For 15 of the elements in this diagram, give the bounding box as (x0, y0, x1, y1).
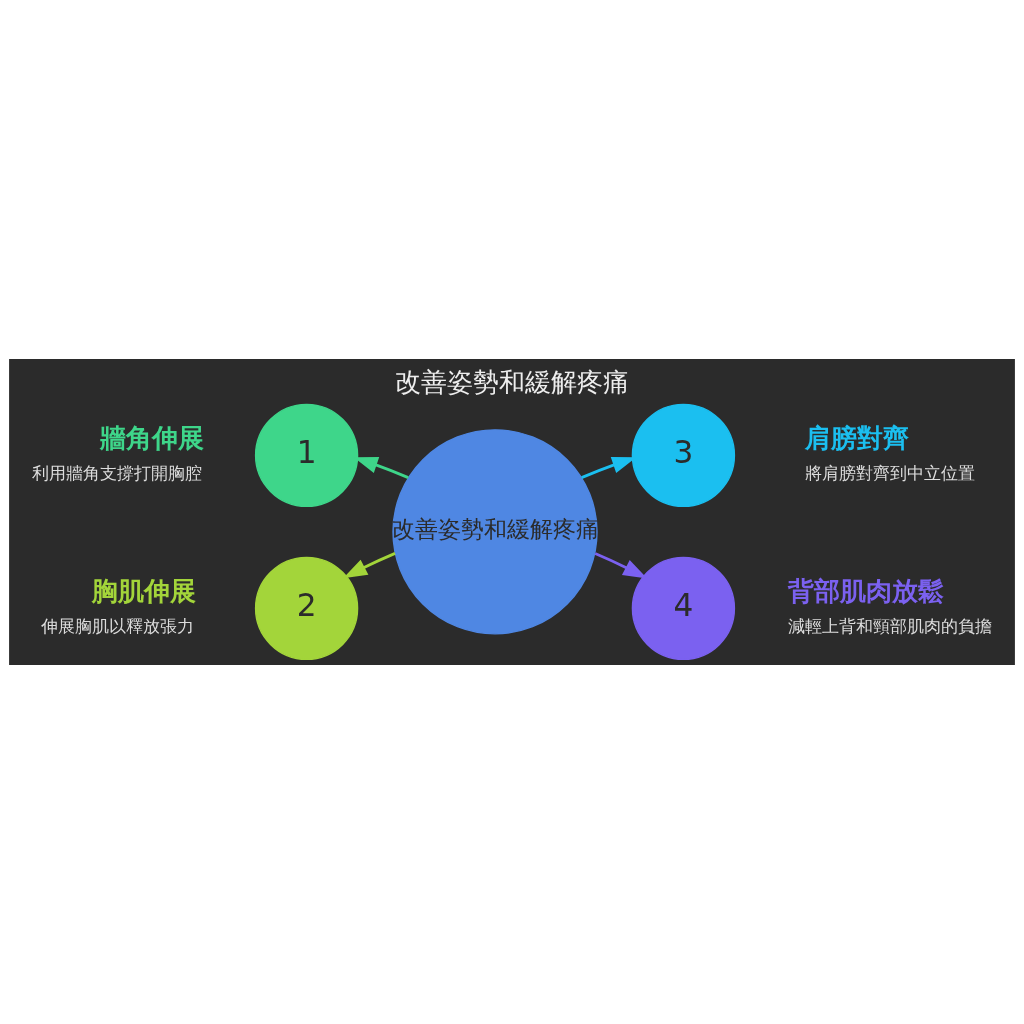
node-label: 胸肌伸展 (91, 576, 196, 607)
node-label: 背部肌肉放鬆 (787, 576, 944, 607)
node-label: 減輕上背和頸部肌肉的負擔 (787, 615, 992, 636)
node-circle: 改善姿勢和緩解疼痛 (392, 429, 598, 635)
node-circle: 4 (631, 556, 736, 661)
diagram-title: 改善姿勢和緩解疼痛 (395, 366, 629, 397)
node-label: 利用牆角支撐打開胸腔 (32, 462, 203, 483)
node-circle: 3 (631, 403, 736, 508)
arrow (343, 552, 396, 579)
node-circle: 1 (254, 403, 359, 508)
node-label: 牆角伸展 (100, 423, 205, 454)
node-label: 肩膀對齊 (804, 423, 909, 454)
node-circle: 2 (254, 556, 359, 661)
node-label: 將肩膀對齊到中立位置 (804, 462, 975, 483)
node-label: 伸展胸肌以釋放張力 (40, 615, 194, 636)
